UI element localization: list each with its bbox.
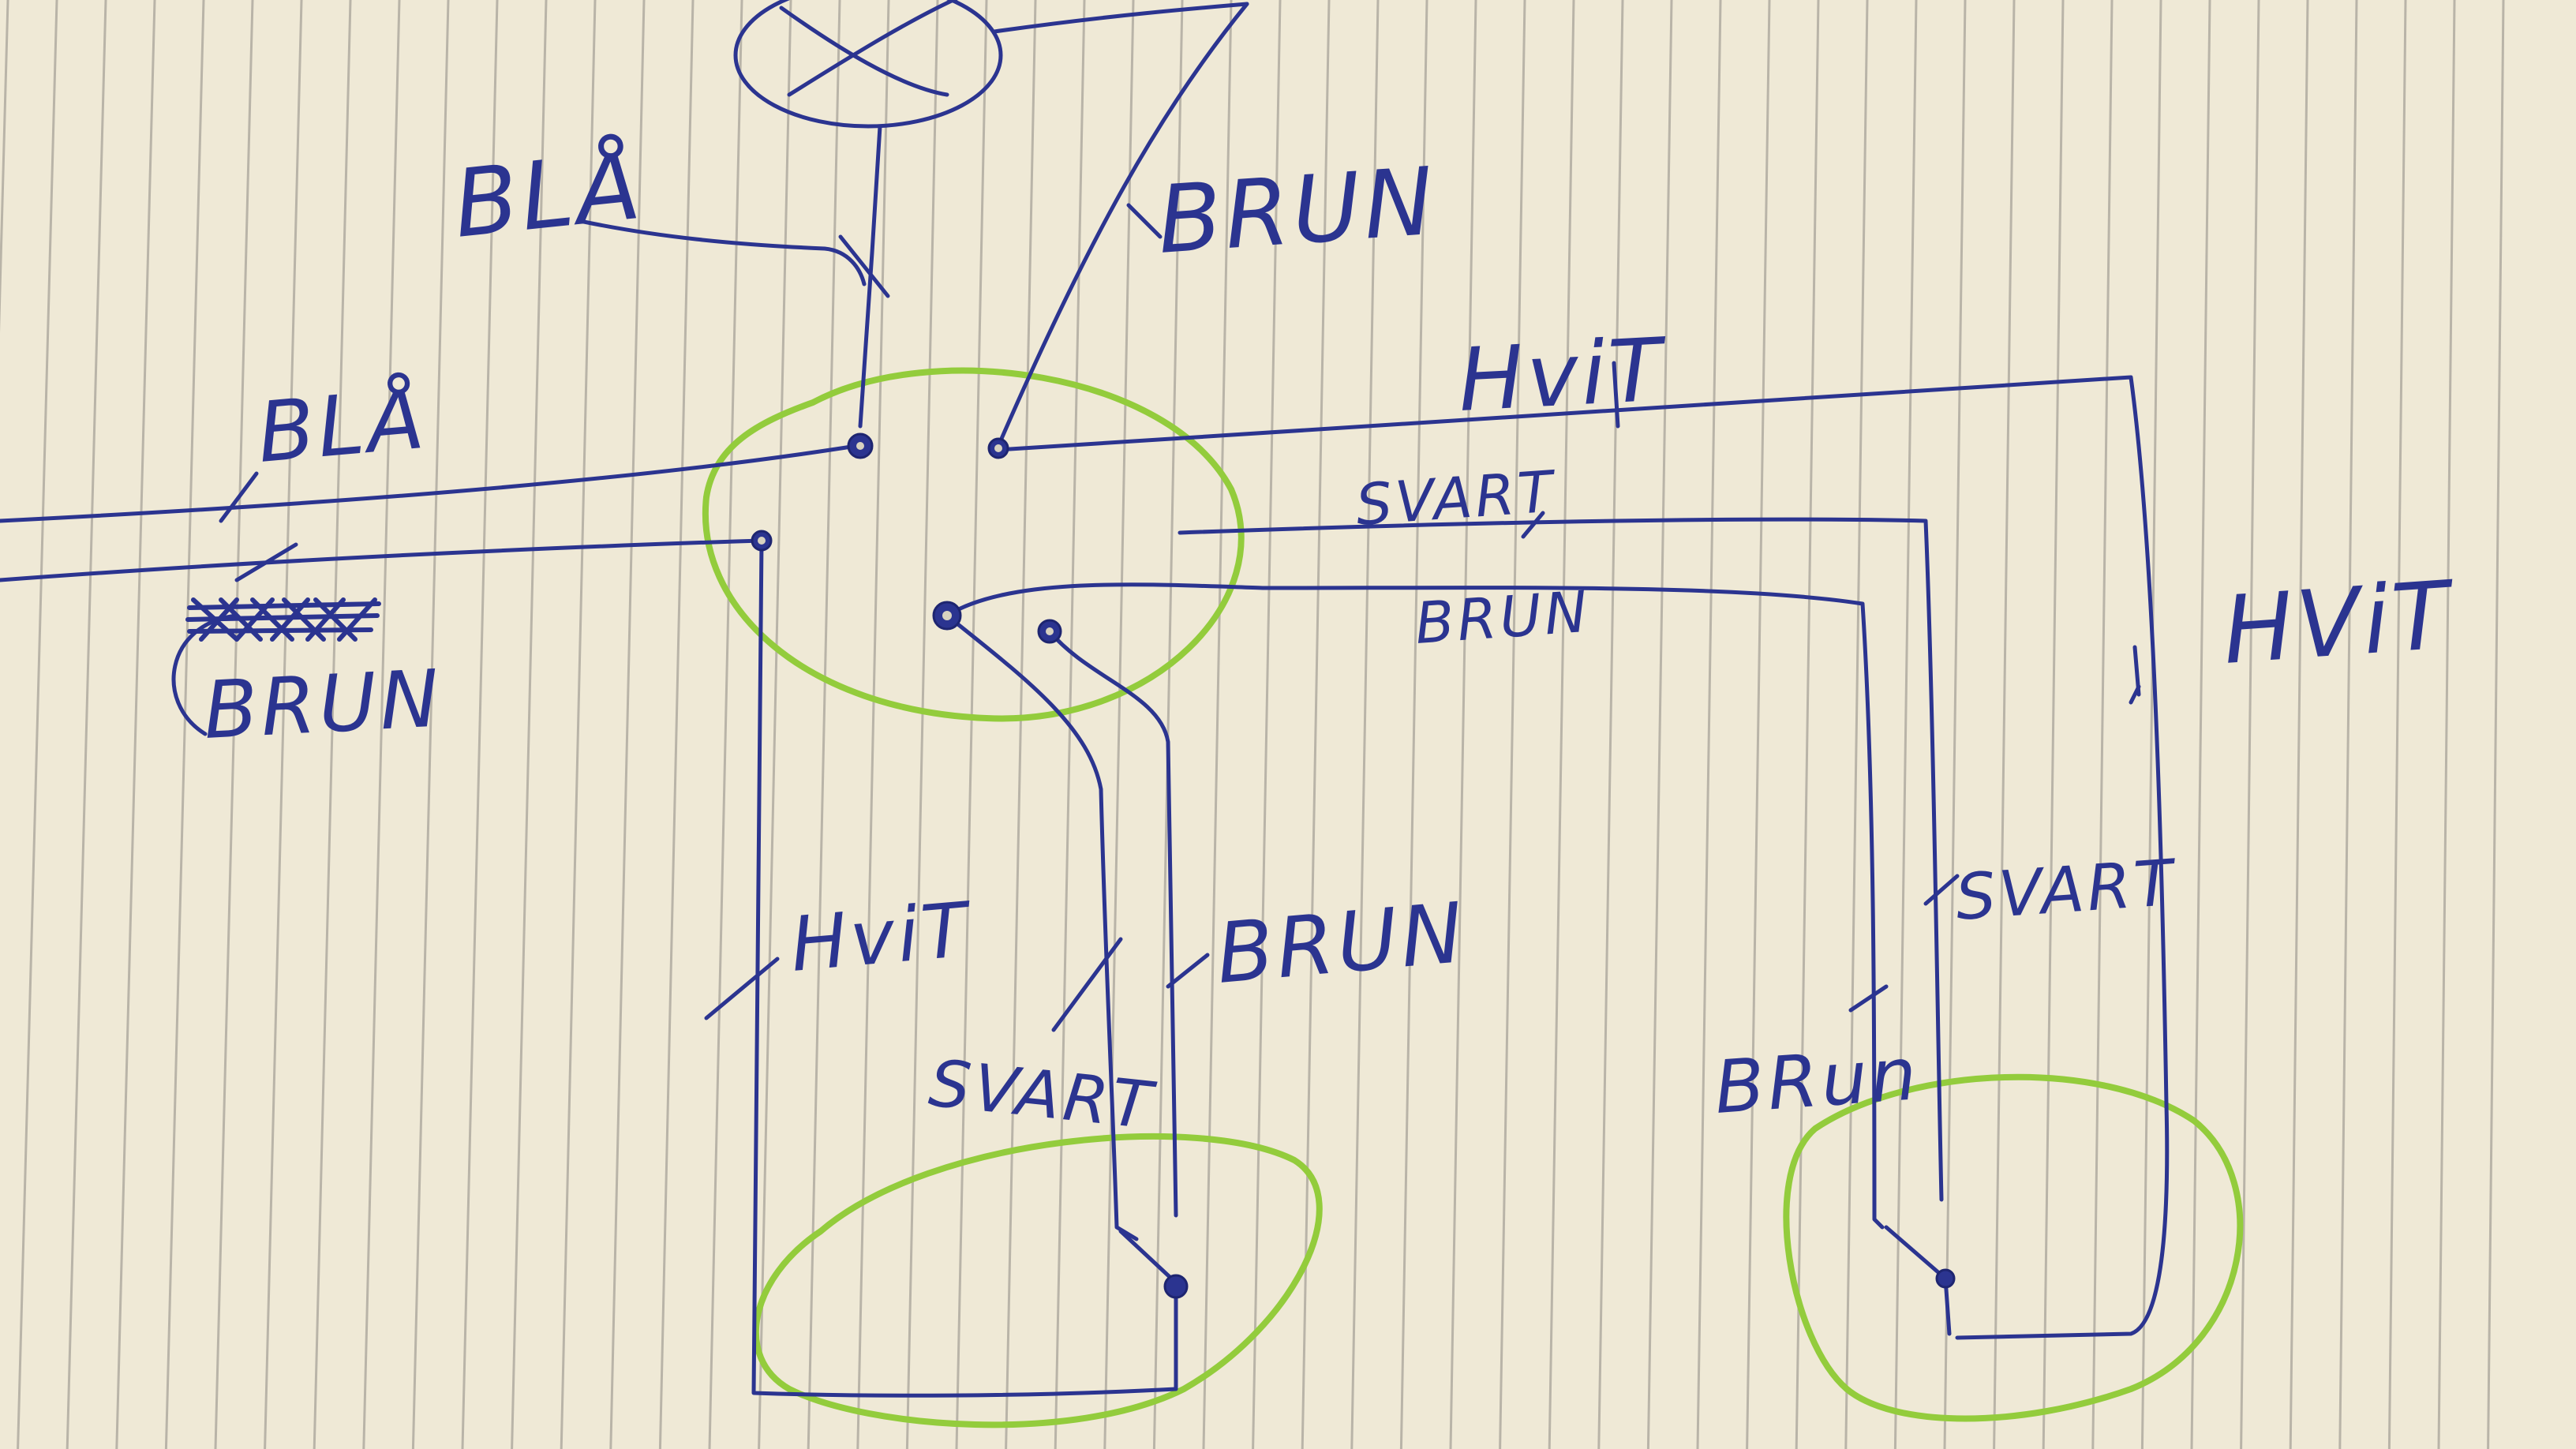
- ruling-line: [1597, 0, 1624, 1449]
- label-right-brun: BRun: [1712, 1032, 1922, 1130]
- ruling-line: [264, 0, 303, 1449]
- ruling-line: [1399, 0, 1428, 1449]
- ruling-line: [2140, 0, 2162, 1449]
- label-lamp-brun: BRUN: [1154, 147, 1440, 275]
- wire-svart-center: [945, 613, 1139, 1241]
- wire-feed-brun: [0, 538, 764, 582]
- ruling-line: [1993, 0, 2016, 1449]
- ruling-line: [1795, 0, 1820, 1449]
- wire-lamp-brun: [996, 2, 1249, 448]
- ruling-line: [411, 0, 450, 1449]
- ruling-line: [164, 0, 205, 1449]
- ruling-line: [1202, 0, 1233, 1449]
- wire-lamp-bla: [858, 124, 882, 429]
- ruling-line: [1252, 0, 1282, 1449]
- ruling-line: [1548, 0, 1575, 1449]
- ruling-line: [1943, 0, 1967, 1449]
- junction-markers: [702, 367, 2244, 1428]
- ruling-line: [658, 0, 695, 1449]
- ruling-line: [560, 0, 597, 1449]
- ruling-line: [1844, 0, 1869, 1449]
- wire-brun-right: [945, 582, 1885, 1230]
- label-left-hvit: HviT: [787, 886, 976, 989]
- ruling-line: [905, 0, 939, 1449]
- ruling-line: [313, 0, 352, 1449]
- lamp-symbol: [733, 0, 1249, 129]
- wires: [0, 2, 2170, 1398]
- label-lamp-bla: BLÅ: [449, 131, 649, 259]
- ruling-line: [2289, 0, 2309, 1449]
- label-center-svart: SVART: [926, 1046, 1159, 1144]
- label-mid-brun: BRUN: [1413, 578, 1592, 657]
- right-switch-loop: [1783, 1073, 2244, 1422]
- ruling-line: [2487, 0, 2505, 1449]
- ruling-line: [2387, 0, 2407, 1449]
- ruling-line: [115, 0, 156, 1449]
- ruling-line: [461, 0, 499, 1449]
- ruling-line: [362, 0, 401, 1449]
- ruling-line: [708, 0, 743, 1449]
- ruling-line: [2190, 0, 2211, 1449]
- label-feed-bla: BLÅ: [253, 370, 430, 481]
- ruling-line: [2437, 0, 2456, 1449]
- ruling-line: [1152, 0, 1184, 1449]
- ruling-line: [609, 0, 646, 1449]
- ruling-line: [856, 0, 890, 1449]
- ruling-line: [1893, 0, 1918, 1449]
- ruling-line: [1696, 0, 1722, 1449]
- ruling-line: [758, 0, 792, 1449]
- wire-feed-bla: [0, 444, 859, 523]
- ruling-line: [955, 0, 988, 1449]
- ruling-line: [1746, 0, 1771, 1449]
- ruling-line: [66, 0, 107, 1449]
- main-junction-loop: [702, 367, 1245, 722]
- terminal-left-switch: [1163, 1274, 1189, 1299]
- ruling-line: [2240, 0, 2260, 1449]
- ruling-line: [1301, 0, 1331, 1449]
- wire-svart-right: [1178, 517, 1944, 1202]
- label-mid-svart: SVART: [1354, 458, 1559, 538]
- ruling-line: [2091, 0, 2114, 1449]
- ruling-line: [214, 0, 254, 1449]
- terminal-right-switch: [1935, 1268, 1956, 1289]
- ruling-line: [2042, 0, 2065, 1449]
- ruling-line: [1005, 0, 1037, 1449]
- label-top-hvit: HviT: [1456, 319, 1671, 431]
- ruling-line: [1499, 0, 1526, 1449]
- ruling-line: [17, 0, 58, 1449]
- ruling-line: [1449, 0, 1477, 1449]
- label-center-brun: BRUN: [1213, 885, 1470, 1002]
- wire-hvit-top: [996, 375, 2170, 1340]
- paper-ruling: [0, 0, 2505, 1449]
- wire-hvit-left: [751, 538, 1178, 1398]
- wire-brun-center: [1047, 629, 1178, 1218]
- ruling-line: [2338, 0, 2358, 1449]
- terminals: [751, 432, 1956, 1299]
- ruling-line: [1103, 0, 1135, 1449]
- ruling-line: [1646, 0, 1673, 1449]
- left-switch-loop: [752, 1133, 1323, 1428]
- scribble-strikeout: [185, 597, 381, 642]
- ruling-line: [1350, 0, 1380, 1449]
- label-right-hvit: HViT: [2219, 560, 2458, 685]
- label-feed-brun: BRUN: [201, 652, 444, 757]
- ruling-line: [511, 0, 548, 1449]
- ruling-line: [807, 0, 841, 1449]
- label-right-svart: SVART: [1953, 846, 2180, 934]
- ruling-line: [0, 0, 9, 334]
